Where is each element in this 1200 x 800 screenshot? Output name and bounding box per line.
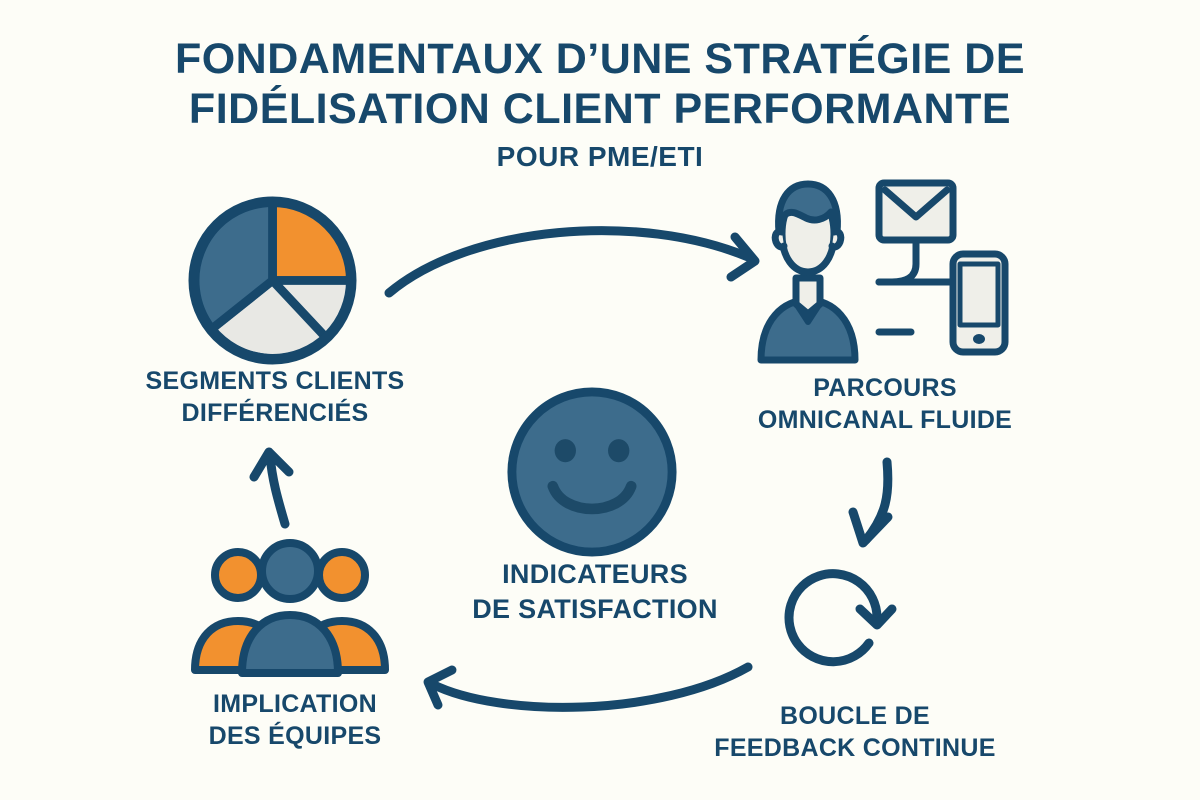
page-title-line-1: FONDAMENTAUX D’UNE STRATÉGIE DE <box>174 35 1026 83</box>
node-feedback-icon[interactable] <box>777 565 897 685</box>
label-equipes-line-1: IMPLICATION <box>213 690 377 718</box>
node-omnicanal-icon[interactable] <box>748 172 1018 367</box>
label-omnicanal-line-1: PARCOURS <box>813 374 957 402</box>
team-people-icon <box>191 539 389 677</box>
page-subtitle: POUR PME/ETI <box>496 141 704 172</box>
label-center-indicators: INDICATEURS DE SATISFACTION <box>410 557 780 627</box>
label-omnicanal-line-2: OMNICANAL FLUIDE <box>757 406 1013 434</box>
arrow-left <box>249 447 294 529</box>
arrow-bottom <box>423 662 753 712</box>
label-equipes-line-2: DES ÉQUIPES <box>208 722 382 750</box>
label-omnicanal: PARCOURS OMNICANAL FLUIDE <box>700 372 1070 436</box>
page-title-line-2: FIDÉLISATION CLIENT PERFORMANTE <box>188 85 1012 133</box>
header-title-block: FONDAMENTAUX D’UNE STRATÉGIE DE FIDÉLISA… <box>0 34 1200 177</box>
node-center-icon[interactable] <box>503 383 681 561</box>
pie-chart-icon <box>188 196 357 365</box>
label-segments-line-1: SEGMENTS CLIENTS <box>145 367 405 395</box>
omnichannel-connector-lines <box>875 236 957 336</box>
label-equipes: IMPLICATION DES ÉQUIPES <box>115 688 475 752</box>
label-segments: SEGMENTS CLIENTS DIFFÉRENCIÉS <box>85 365 465 429</box>
node-segments-icon[interactable] <box>185 193 360 368</box>
label-feedback: BOUCLE DE FEEDBACK CONTINUE <box>665 700 1045 764</box>
label-feedback-line-2: FEEDBACK CONTINUE <box>714 734 996 762</box>
arrow-right <box>848 457 893 548</box>
node-equipes-icon[interactable] <box>185 539 395 678</box>
label-segments-line-2: DIFFÉRENCIÉS <box>181 399 369 427</box>
circular-loop-arrow-icon <box>784 569 897 667</box>
label-center-line-2: DE SATISFACTION <box>472 594 718 624</box>
smiley-face-icon <box>507 387 677 557</box>
label-feedback-line-1: BOUCLE DE <box>780 702 930 730</box>
label-center-line-1: INDICATEURS <box>502 559 688 589</box>
person-omnichannel-icon <box>757 179 1009 364</box>
arrow-top <box>384 226 760 298</box>
